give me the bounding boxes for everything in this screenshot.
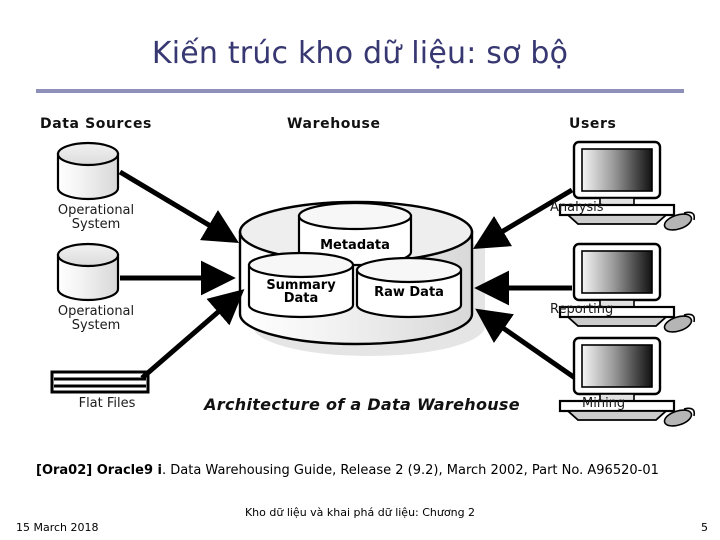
column-header-warehouse: Warehouse xyxy=(287,116,381,132)
arrow-mining-to-warehouse xyxy=(475,308,580,383)
arrow-analysis-to-warehouse xyxy=(472,187,574,249)
flat-files-icon xyxy=(50,370,150,394)
column-header-users: Users xyxy=(569,116,617,132)
data-warehouse-architecture-diagram: Data Sources Warehouse Users Operational… xyxy=(12,100,708,440)
footer-date: 15 March 2018 xyxy=(16,521,99,534)
arrow-flatfiles-to-warehouse xyxy=(140,289,245,380)
raw-data-cylinder xyxy=(355,256,463,319)
diagram-graphics xyxy=(50,140,696,427)
footer-page-number: 5 xyxy=(701,521,708,534)
arrow-source1-to-warehouse xyxy=(118,169,240,243)
page-title: Kiến trúc kho dữ liệu: sơ bộ xyxy=(151,36,569,71)
footer-subject: Kho dữ liệu và khai phá dữ liệu: Chương … xyxy=(244,506,476,519)
label-analysis: Analysis xyxy=(550,200,604,215)
summary-data-cylinder xyxy=(247,251,355,319)
source-cylinder-2 xyxy=(56,242,120,302)
label-metadata: Metadata xyxy=(320,238,390,253)
source-cylinder-1 xyxy=(56,141,120,201)
column-header-data-sources: Data Sources xyxy=(40,116,152,132)
computer-mining-icon xyxy=(558,336,696,427)
citation-reference: [Ora02] Oracle9 i. Data Warehousing Guid… xyxy=(36,463,716,478)
label-mining: Mining xyxy=(582,396,626,411)
label-reporting: Reporting xyxy=(550,302,614,317)
computer-analysis-icon xyxy=(558,140,696,231)
computer-reporting-icon xyxy=(558,242,696,333)
title-divider xyxy=(36,89,684,93)
citation-bold-part: [Ora02] Oracle9 i xyxy=(36,463,162,478)
label-raw-data: Raw Data xyxy=(374,285,444,300)
citation-rest-part: . Data Warehousing Guide, Release 2 (9.2… xyxy=(161,463,659,478)
diagram-caption: Architecture of a Data Warehouse xyxy=(204,395,520,414)
label-flat-files: Flat Files xyxy=(78,396,136,411)
